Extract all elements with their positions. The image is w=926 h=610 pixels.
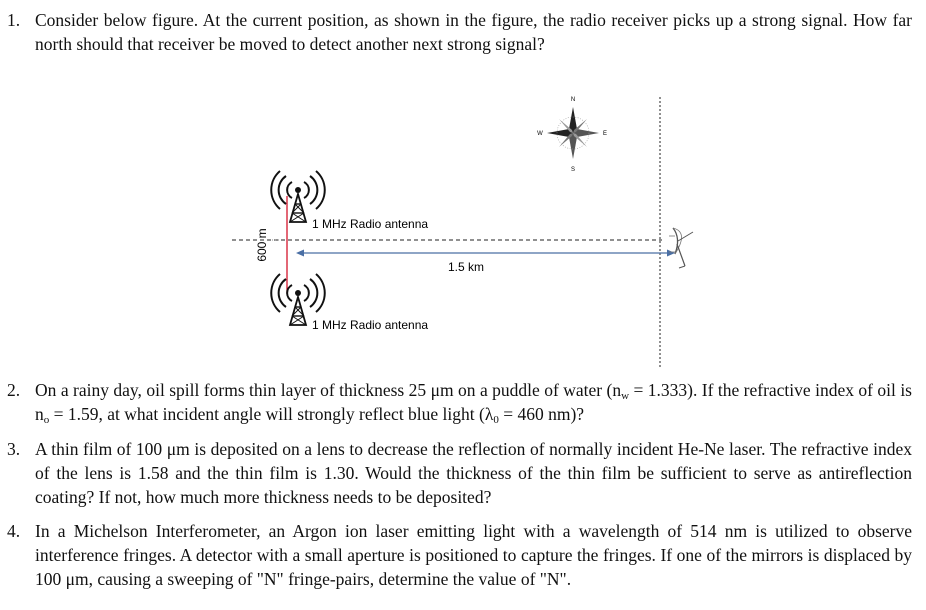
- compass-east-label: E: [603, 131, 607, 137]
- question-text: Consider below figure. At the current po…: [35, 10, 912, 54]
- radio-figure: N S E W 600 m 1.5 km 1 MHz Radio antenna: [232, 97, 694, 368]
- antenna-bottom-label: 1 MHz Radio antenna: [312, 318, 428, 332]
- compass-west-label: W: [537, 131, 543, 137]
- compass-icon: N S E W: [537, 97, 607, 173]
- antenna-top-label: 1 MHz Radio antenna: [312, 217, 428, 231]
- question-number: 4.: [7, 521, 21, 541]
- radio-tower-bottom-icon: [270, 273, 326, 326]
- question-text: On a rainy day, oil spill forms thin lay…: [35, 380, 912, 426]
- question-number: 3.: [7, 439, 21, 459]
- radio-tower-top-icon: [270, 170, 326, 223]
- question-number: 1.: [7, 10, 21, 30]
- question-number: 2.: [7, 380, 21, 400]
- satellite-dish-receiver-icon: [669, 227, 694, 269]
- compass-south-label: S: [571, 167, 575, 173]
- question-text: A thin film of 100 μm is deposited on a …: [35, 439, 912, 507]
- distance-label: 1.5 km: [448, 260, 484, 274]
- distance-arrow: [296, 249, 675, 257]
- question-text: In a Michelson Interferometer, an Argon …: [35, 521, 912, 589]
- compass-north-label: N: [571, 97, 575, 103]
- separation-label: 600 m: [255, 228, 269, 261]
